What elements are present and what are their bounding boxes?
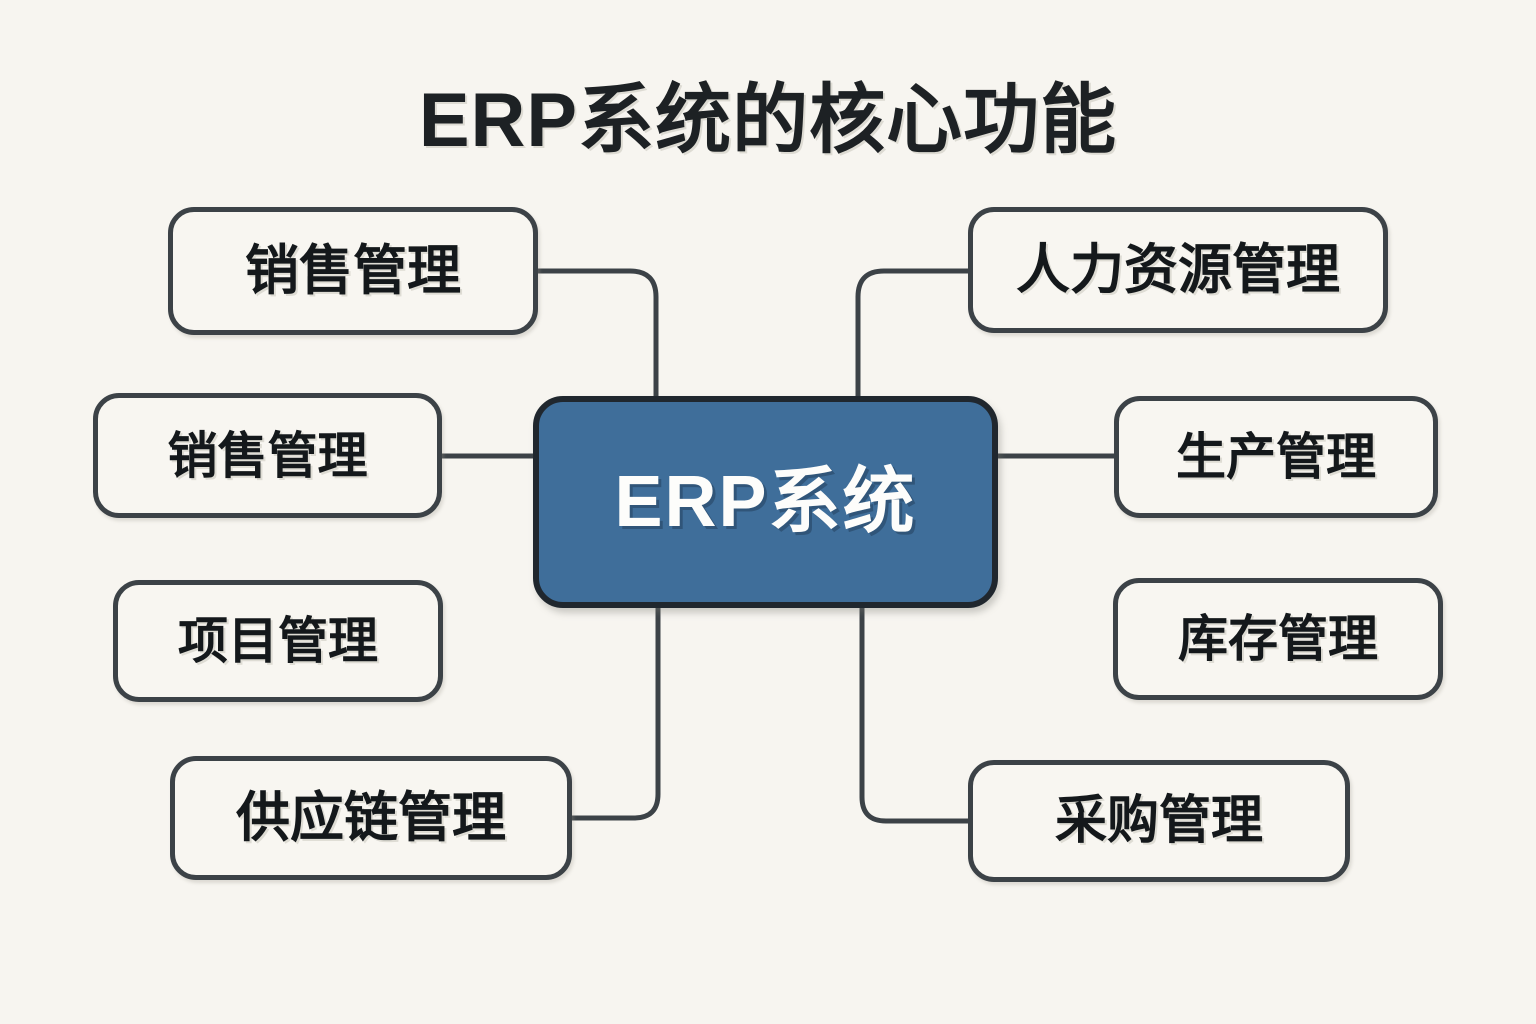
- branch-node-label: 库存管理: [1178, 611, 1378, 667]
- page-title: ERP系统的核心功能: [418, 78, 1118, 163]
- branch-node-hr[interactable]: 人力资源管理: [968, 207, 1388, 333]
- branch-node-label: 采购管理: [1054, 792, 1263, 850]
- center-node-erp[interactable]: ERP系统: [533, 396, 998, 608]
- conn-sales-top: [538, 268, 659, 396]
- conn-supply-chain: [572, 608, 661, 821]
- branch-node-inventory[interactable]: 库存管理: [1113, 578, 1443, 700]
- branch-node-label: 销售管理: [167, 427, 368, 484]
- branch-node-label: 生产管理: [1176, 429, 1376, 485]
- branch-node-label: 销售管理: [245, 241, 461, 301]
- branch-node-procurement[interactable]: 采购管理: [968, 760, 1350, 882]
- branch-node-label: 人力资源管理: [1016, 240, 1340, 300]
- center-node-label: ERP系统: [614, 462, 917, 542]
- branch-node-sales-mid[interactable]: 销售管理: [93, 393, 442, 518]
- branch-node-supply-chain[interactable]: 供应链管理: [170, 756, 572, 880]
- branch-node-label: 项目管理: [178, 613, 378, 669]
- branch-node-label: 供应链管理: [236, 788, 506, 848]
- branch-node-sales-top[interactable]: 销售管理: [168, 207, 538, 335]
- branch-node-production[interactable]: 生产管理: [1114, 396, 1438, 518]
- branch-node-project[interactable]: 项目管理: [113, 580, 443, 702]
- conn-hr: [855, 268, 968, 396]
